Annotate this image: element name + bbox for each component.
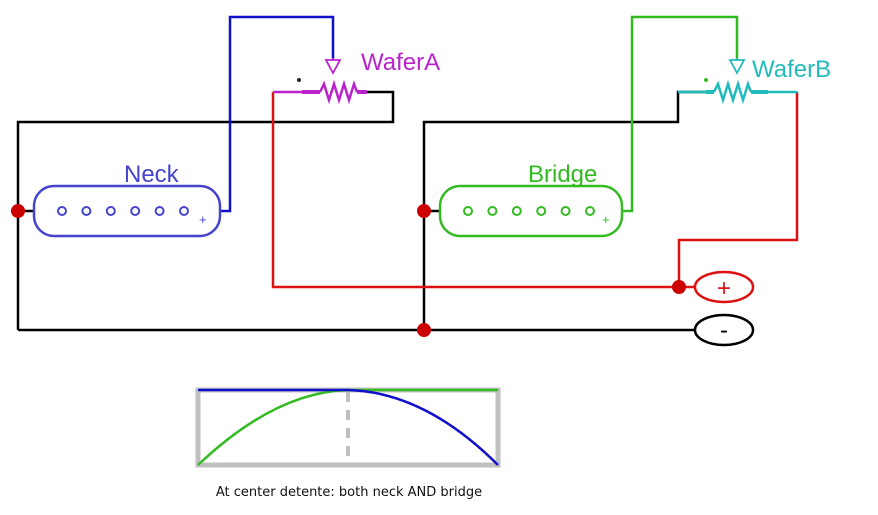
- wafer-a-pin1-dot: [297, 78, 301, 82]
- bridge-pole-6: [585, 206, 595, 216]
- bridge-pickup-body: [438, 184, 624, 238]
- bridge-wire: [622, 15, 739, 213]
- bridge-label: Bridge: [528, 161, 597, 188]
- bridge-pickup: +: [438, 184, 624, 238]
- junction-dot-bridge-ground: [417, 204, 431, 218]
- neck-pole-2: [81, 206, 92, 216]
- bridge-pole-2: [487, 206, 498, 216]
- bridge-polarity-mark: +: [602, 212, 610, 227]
- bridge-pole-3: [511, 206, 522, 216]
- wafer-a-label: WaferA: [361, 49, 440, 76]
- bridge-pole-1: [463, 206, 473, 216]
- hot-wires: [271, 92, 799, 289]
- neck-label: Neck: [124, 161, 180, 188]
- neck-wire: [220, 15, 335, 213]
- wafer-a-potentiometer: [273, 58, 367, 105]
- junction-dot-neck-ground: [11, 204, 25, 218]
- graph-caption: At center detente: both neck AND bridge: [216, 485, 482, 500]
- bridge-pickup-poles: [463, 206, 595, 216]
- crossfade-graph: At center detente: both neck AND bridge: [195, 387, 501, 500]
- neck-pole-1: [57, 206, 67, 216]
- wafer-b-label: WaferB: [752, 56, 831, 83]
- neck-pole-3: [105, 206, 116, 216]
- bridge-pole-5: [560, 206, 571, 216]
- output-plus-terminal: +: [693, 270, 755, 304]
- neck-pole-4: [130, 206, 141, 216]
- neck-pole-5: [154, 206, 165, 216]
- output-plus-label: +: [717, 275, 731, 302]
- neck-pickup: +: [32, 184, 222, 238]
- neck-pole-6: [179, 206, 189, 216]
- neck-curve: [198, 388, 499, 466]
- neck-pickup-body: [32, 184, 222, 238]
- neck-pickup-poles: [57, 206, 189, 216]
- junction-dot-hot: [672, 280, 686, 294]
- bridge-pole-4: [536, 206, 547, 216]
- wafer-b-pin1-dot: [704, 78, 708, 82]
- neck-polarity-mark: +: [199, 212, 207, 227]
- output-minus-label: -: [720, 317, 728, 344]
- junction-dot-ground-bus: [417, 323, 431, 337]
- output-minus-terminal: -: [693, 313, 755, 347]
- junction-dots: [11, 204, 686, 337]
- wafer-b-potentiometer: [678, 58, 797, 105]
